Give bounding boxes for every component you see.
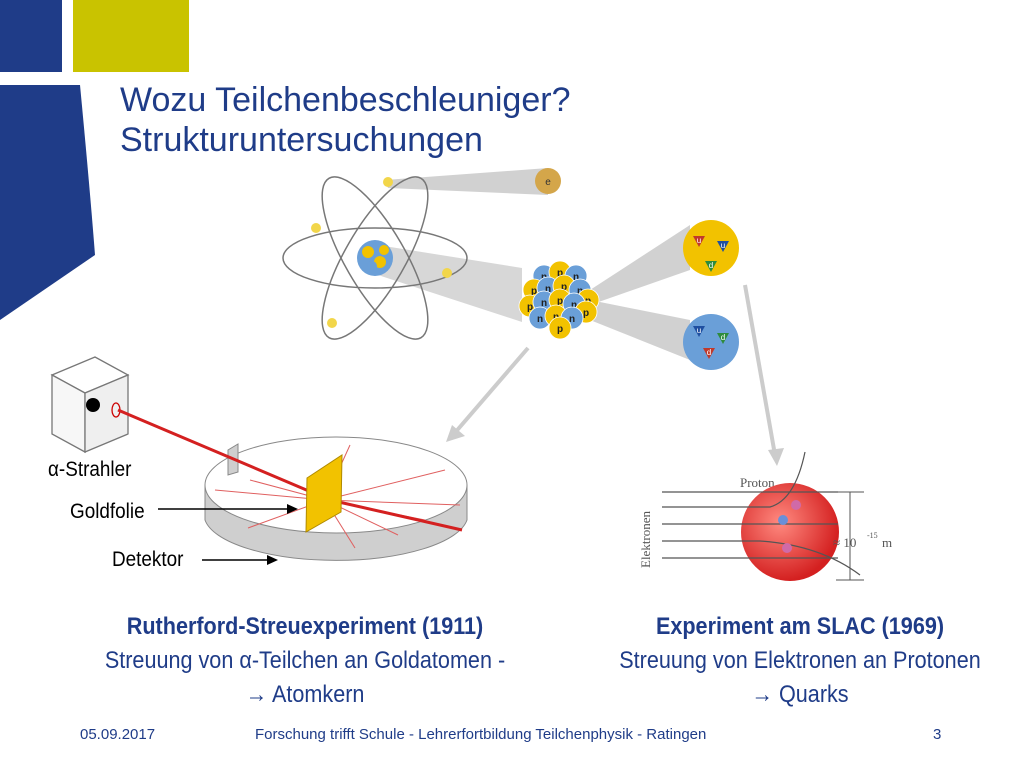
slide-title: Wozu Teilchenbeschleuniger? Strukturunte… [120, 80, 820, 160]
title-line-2: Strukturuntersuchungen [120, 121, 483, 159]
quark-label: d [721, 333, 725, 342]
gold-foil-label: Goldfolie [70, 500, 145, 523]
electron-dot [383, 177, 393, 187]
detector-label: Detektor [112, 548, 184, 571]
electron-icon [535, 168, 561, 194]
zoom-cone-nucleus [378, 245, 522, 322]
zoom-cone-proton [590, 225, 690, 305]
title-line-1: Wozu Teilchenbeschleuniger? [120, 81, 571, 119]
nucleon-letter: n [545, 284, 551, 295]
quark-label: d [709, 261, 713, 270]
page-number: 3 [933, 726, 942, 743]
quark-label: u [697, 326, 701, 335]
slac-caption: Experiment am SLAC (1969) Streuung von E… [593, 610, 1007, 712]
slac-line-3: → Quarks [751, 681, 849, 708]
scale-exponent: -15 [867, 531, 878, 540]
zoom-cone-electron [385, 168, 548, 195]
nucleon-letter: p [561, 282, 567, 293]
pointer-arrow-left [451, 346, 530, 437]
nucleon-letter: p [531, 286, 537, 297]
rutherford-line-2: Streuung von α-Teilchen an Goldatomen - [104, 647, 506, 674]
scale-label: ≈ 10 [833, 535, 856, 550]
slac-line-2: Streuung von Elektronen an Protonen [619, 647, 981, 674]
electron-label: e [545, 177, 551, 188]
nucleon-letter: n [541, 298, 547, 309]
proton-quark-model: u u d [683, 220, 739, 276]
nucleon-letter: n [577, 286, 583, 297]
nucleus-zoom: npnpnpnppnpnpnpnp [518, 260, 600, 340]
quark-label: u [697, 236, 701, 245]
nucleon-letter: n [573, 272, 579, 283]
footer-date: 05.09.2017 [80, 726, 156, 743]
physics-illustration: e npnpnpnppnpnpnpnp u u d u d d [50, 168, 892, 581]
rutherford-heading: Rutherford-Streuexperiment (1911) [126, 613, 484, 640]
nucleon-letter: n [537, 314, 543, 325]
rutherford-line-3: → Atomkern [245, 681, 365, 708]
nucleon-letter: p [527, 302, 533, 313]
zoom-cone-neutron [590, 300, 690, 360]
logo [0, 0, 189, 320]
scale-unit: m [882, 535, 892, 550]
electron-dot [311, 223, 321, 233]
quark-label: d [707, 348, 711, 357]
nucleon-letter: p [557, 296, 563, 307]
neutron-quark-model: u d d [683, 314, 739, 370]
electron-dot [327, 318, 337, 328]
gold-foil [305, 454, 343, 533]
nucleon-letter: p [557, 268, 563, 279]
nucleon-letter: p [583, 308, 589, 319]
slac-diagram: Elektronen Proton ≈ 10 -15 m [638, 451, 892, 581]
rutherford-caption: Rutherford-Streuexperiment (1911) Streuu… [67, 610, 544, 712]
electron-dot [442, 268, 452, 278]
nucleon-letter: p [557, 324, 563, 335]
electrons-label: Elektronen [638, 510, 653, 568]
proton-label: Proton [740, 475, 775, 490]
nucleon-letter: n [569, 314, 575, 325]
nucleon-letter: n [571, 300, 577, 311]
footer-text: Forschung trifft Schule - Lehrerfortbild… [255, 726, 707, 743]
proton-ball [548, 316, 572, 340]
pointer-arrow-right [743, 284, 777, 456]
alpha-source-label: α-Strahler [48, 458, 132, 481]
rutherford-apparatus [50, 356, 468, 565]
atom-model [282, 176, 468, 340]
slac-heading: Experiment am SLAC (1969) [655, 613, 945, 640]
quark-label: u [721, 241, 725, 250]
